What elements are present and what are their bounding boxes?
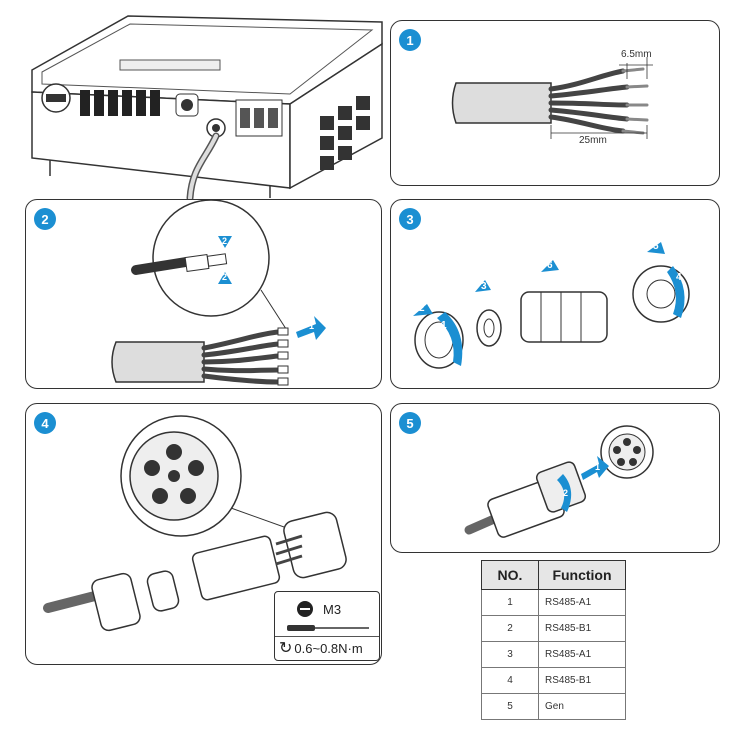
screwdriver-icon — [287, 625, 369, 631]
step-number-badge: 1 — [399, 29, 421, 51]
pin-number: 3 — [481, 641, 539, 668]
arrow-label: 5 — [653, 241, 659, 252]
step-2-panel: 2 2 2 1 — [25, 199, 382, 389]
inverter-illustration — [31, 15, 383, 202]
cable-strip-length-label: 25mm — [579, 135, 607, 146]
table-row: 4 RS485-B1 — [481, 667, 626, 694]
disassemble-connector-illustration — [413, 242, 690, 369]
step-4-panel: 4 M3 — [25, 403, 382, 665]
table-header-row: NO. Function — [481, 560, 626, 590]
arrow-label: 2 — [563, 488, 569, 498]
step-number-badge: 5 — [399, 412, 421, 434]
step-number-badge: 2 — [34, 208, 56, 230]
flathead-screwdriver-icon — [297, 601, 313, 617]
insert-arrow-label: 1 — [309, 321, 315, 331]
pin-number: 1 — [481, 589, 539, 616]
torque-rotate-icon: ↻ — [279, 640, 293, 657]
pin-function: RS485-B1 — [538, 615, 626, 642]
column-header-function: Function — [538, 560, 626, 590]
step-number-badge: 4 — [34, 412, 56, 434]
arrow-label: 2 — [419, 303, 425, 314]
strip-length-label: 6.5mm — [621, 49, 652, 60]
table-row: 5 Gen — [481, 693, 626, 720]
pin-function-table: NO. Function 1 RS485-A1 2 RS485-B1 3 RS4… — [481, 560, 626, 720]
connect-to-inverter-illustration — [464, 425, 654, 538]
step-5-panel: 5 1 2 — [390, 403, 720, 553]
screwdriver-size: M3 — [323, 601, 342, 617]
step-1-panel: 1 6.5mm 25mm — [390, 20, 720, 186]
pin-number: 5 — [481, 693, 539, 720]
pin-function: RS485-B1 — [538, 667, 626, 694]
arrow-label: 6 — [547, 260, 553, 271]
pin-function: RS485-A1 — [538, 589, 626, 616]
arrow-label: 4 — [676, 272, 682, 283]
arrow-label: 1 — [441, 320, 447, 331]
arrow-label: 1 — [595, 462, 601, 472]
pin-function: RS485-A1 — [538, 641, 626, 668]
torque-value: 0.6~0.8N·m — [294, 640, 363, 656]
pin-function: Gen — [538, 693, 626, 720]
table-row: 3 RS485-A1 — [481, 641, 626, 668]
arrow-label: 3 — [481, 281, 487, 292]
tool-spec-box: M3 ↻ 0.6~0.8N·m — [274, 591, 380, 661]
pin-number: 2 — [481, 615, 539, 642]
crimp-terminals-illustration — [111, 200, 326, 386]
table-row: 2 RS485-B1 — [481, 615, 626, 642]
table-row: 1 RS485-A1 — [481, 589, 626, 616]
strip-wires-illustration — [451, 57, 653, 139]
crimp-arrow-label: 2 — [222, 236, 228, 246]
wire-terminal-illustration — [43, 415, 347, 632]
step-3-panel: 3 1 2 3 4 5 6 — [390, 199, 720, 389]
pin-number: 4 — [481, 667, 539, 694]
crimp-arrow-label: 2 — [222, 272, 228, 282]
step-number-badge: 3 — [399, 208, 421, 230]
column-header-no: NO. — [481, 560, 539, 590]
